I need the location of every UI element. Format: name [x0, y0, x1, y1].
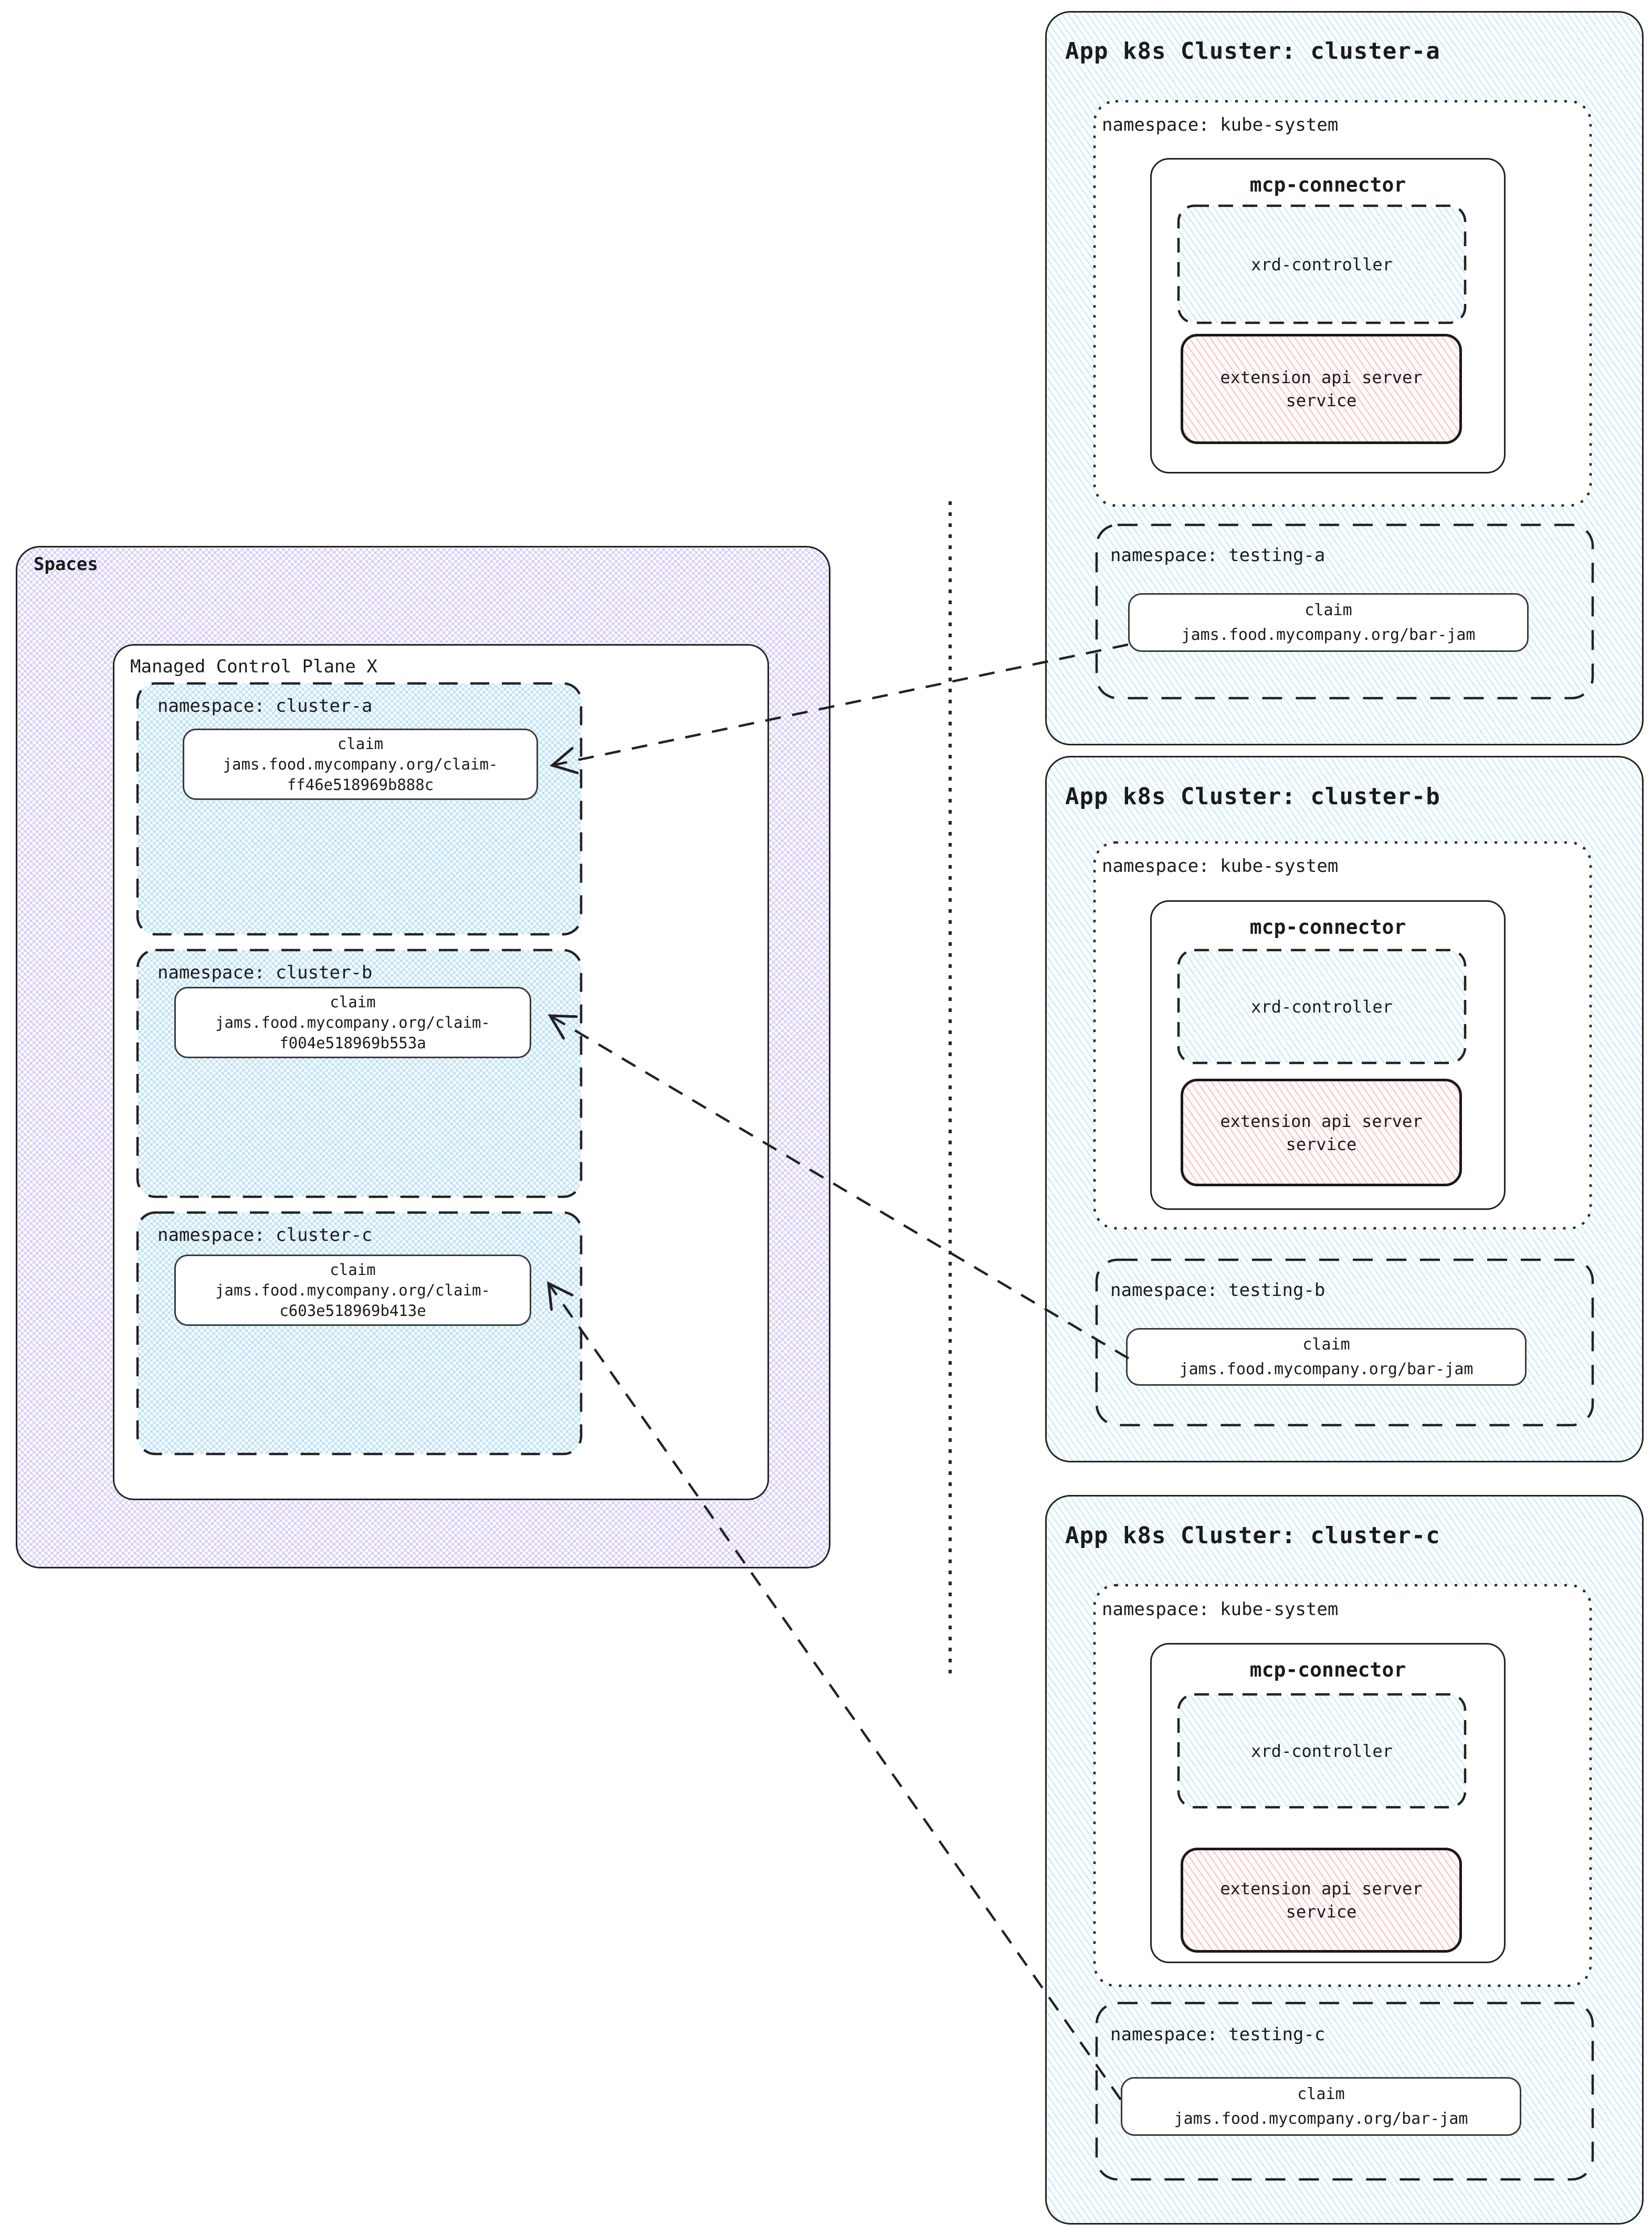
extension-api-line1: extension api server [1220, 367, 1423, 387]
mcp-connector-a-title: mcp-connector [1249, 173, 1406, 196]
extension-api-server-a-box: extension api server service [1181, 334, 1462, 444]
extension-api-line2: service [1286, 1134, 1357, 1154]
claim-bar-jam-b-box: claim jams.food.mycompany.org/bar-jam [1126, 1328, 1527, 1386]
namespace-cluster-a-box [138, 683, 581, 934]
xrd-controller-c-box: xrd-controller [1179, 1694, 1465, 1807]
namespace-cluster-b-label: namespace: cluster-b [157, 962, 373, 983]
xrd-controller-c-label: xrd-controller [1251, 1741, 1393, 1761]
kube-system-namespace-a-label: namespace: kube-system [1102, 114, 1339, 135]
claim-resource-line1: jams.food.mycompany.org/claim- [223, 755, 498, 773]
claim-title: claim [1297, 2085, 1345, 2103]
claim-resource-line2: c603e518969b413e [279, 1301, 426, 1320]
cluster-a-title: App k8s Cluster: cluster-a [1065, 38, 1440, 65]
xrd-controller-b-box: xrd-controller [1179, 950, 1465, 1063]
extension-api-line1: extension api server [1220, 1111, 1423, 1131]
xrd-controller-a-label: xrd-controller [1251, 254, 1393, 275]
claim-title: claim [330, 1260, 376, 1279]
spaces-label: Spaces [34, 554, 98, 575]
namespace-cluster-c-label: namespace: cluster-c [157, 1225, 373, 1246]
claim-resource: jams.food.mycompany.org/bar-jam [1179, 1360, 1474, 1378]
claim-box-cluster-c: claim jams.food.mycompany.org/claim- c60… [174, 1255, 531, 1326]
claim-title: claim [1304, 601, 1352, 619]
testing-c-namespace-label: namespace: testing-c [1110, 2024, 1325, 2045]
kube-system-namespace-b-label: namespace: kube-system [1102, 856, 1339, 877]
claim-resource-line2: f004e518969b553a [279, 1034, 426, 1052]
extension-api-server-b-box: extension api server service [1181, 1079, 1462, 1186]
claim-box-cluster-b: claim jams.food.mycompany.org/claim- f00… [174, 987, 531, 1058]
namespace-cluster-c-box [138, 1213, 581, 1454]
cluster-b-title: App k8s Cluster: cluster-b [1065, 783, 1440, 810]
namespace-cluster-a-label: namespace: cluster-a [157, 696, 373, 716]
extension-api-server-c-box: extension api server service [1181, 1848, 1462, 1953]
cluster-c-title: App k8s Cluster: cluster-c [1065, 1522, 1440, 1549]
kube-system-namespace-c-label: namespace: kube-system [1102, 1599, 1339, 1620]
managed-control-plane-label: Managed Control Plane X [130, 656, 377, 677]
testing-b-namespace-label: namespace: testing-b [1110, 1280, 1325, 1301]
xrd-controller-a-box: xrd-controller [1179, 206, 1465, 323]
claim-bar-jam-a-box: claim jams.food.mycompany.org/bar-jam [1128, 593, 1529, 652]
extension-api-line2: service [1286, 1902, 1357, 1922]
testing-a-namespace-label: namespace: testing-a [1110, 545, 1325, 566]
claim-title: claim [337, 734, 384, 753]
claim-bar-jam-c-box: claim jams.food.mycompany.org/bar-jam [1121, 2077, 1521, 2136]
claim-resource-line1: jams.food.mycompany.org/claim- [215, 1013, 490, 1031]
extension-api-line2: service [1286, 391, 1357, 410]
claim-box-cluster-a: claim jams.food.mycompany.org/claim- ff4… [183, 729, 538, 800]
extension-api-line1: extension api server [1220, 1879, 1423, 1899]
claim-title: claim [1302, 1335, 1350, 1354]
mcp-connector-c-title: mcp-connector [1249, 1658, 1406, 1681]
mcp-connector-b-title: mcp-connector [1249, 915, 1406, 939]
claim-resource-line2: ff46e518969b888c [287, 775, 434, 794]
claim-resource: jams.food.mycompany.org/bar-jam [1174, 2110, 1468, 2128]
xrd-controller-b-label: xrd-controller [1251, 996, 1393, 1017]
claim-resource: jams.food.mycompany.org/bar-jam [1181, 626, 1476, 644]
claim-resource-line1: jams.food.mycompany.org/claim- [215, 1281, 490, 1299]
claim-title: claim [330, 993, 376, 1011]
